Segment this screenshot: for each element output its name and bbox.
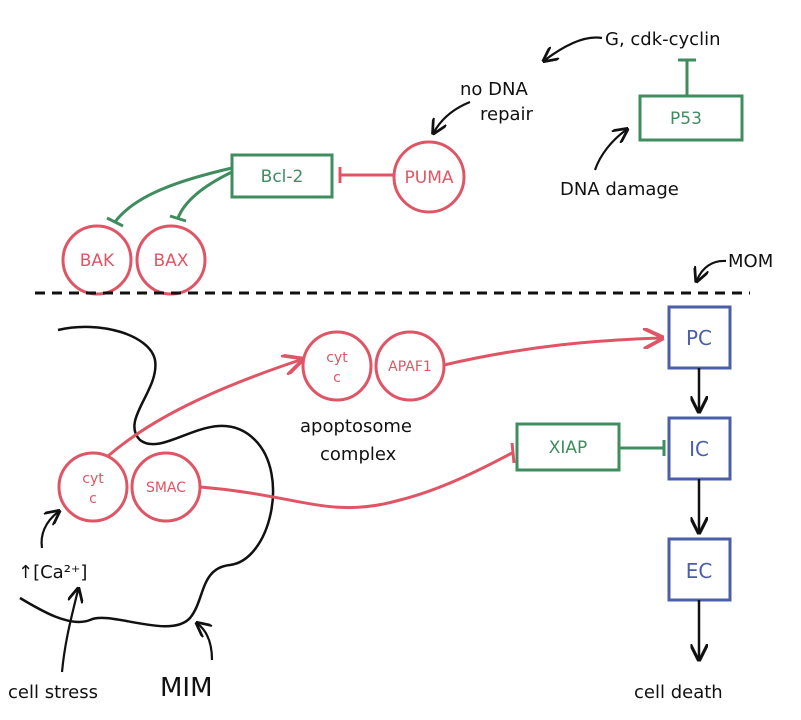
bcl2-box [230,153,334,199]
cytc-release-arrow [107,360,300,458]
cytc-top-label-2: c [333,370,341,386]
p53-label: P53 [670,109,702,129]
cytc-top-node [301,330,373,402]
cytc-bottom-label-1: cyt [82,471,104,487]
calcium-label: ↑[Ca²⁺] [18,562,87,583]
bcl2-inhibit-bax-bar [169,214,187,223]
dna-damage-arrow [593,130,626,171]
ec-label: EC [686,559,713,583]
cytc-bottom-node [57,451,129,523]
apaf1-to-pc-arrow [443,338,660,367]
bcl2-inhibit-bak-bar [106,216,124,228]
cell-stress-label: cell stress [8,682,98,703]
bcl2-inhibit-bax [176,170,233,219]
cytc-top-label-1: cyt [326,350,348,366]
mom-arrow [697,259,727,280]
g1-to-repair-arrow [545,36,603,60]
no-dna-repair-label-2: repair [480,104,534,125]
apoptosome-label-2: complex [320,444,397,465]
stress-to-calcium-arrow [60,590,78,673]
ic-label: IC [689,437,709,461]
g1-cdk-cyclin-label: G, cdk-cyclin [605,29,721,50]
mom-label: MOM [728,251,773,272]
repair-to-puma-arrow [434,100,471,132]
dna-damage-label: DNA damage [560,179,679,200]
smac-inhibit-xiap [199,451,513,510]
p53-box [638,94,744,142]
no-dna-repair-label-1: no DNA [460,79,528,100]
mim-arrow [198,624,214,661]
cell-death-label: cell death [634,682,723,703]
mim-label: MIM [160,673,213,703]
xiap-label: XIAP [549,438,588,458]
bak-node [61,224,133,296]
bcl2-label: Bcl-2 [261,167,304,187]
apoptosome-label-1: apoptosome [300,416,412,437]
smac-inhibit-xiap-bar [510,442,516,464]
bcl2-inhibit-bak [113,166,233,223]
bax-label: BAX [154,251,189,271]
bak-label: BAK [80,251,115,271]
puma-node [392,140,466,214]
calcium-to-cytc-arrow [40,512,58,549]
pc-label: PC [686,326,712,350]
apaf1-label: APAF1 [388,359,432,375]
cytc-bottom-label-2: c [89,491,97,507]
puma-label: PUMA [405,168,454,188]
smac-label: SMAC [146,480,186,496]
mim-membrane [19,325,275,628]
apaf1-node [374,330,446,402]
